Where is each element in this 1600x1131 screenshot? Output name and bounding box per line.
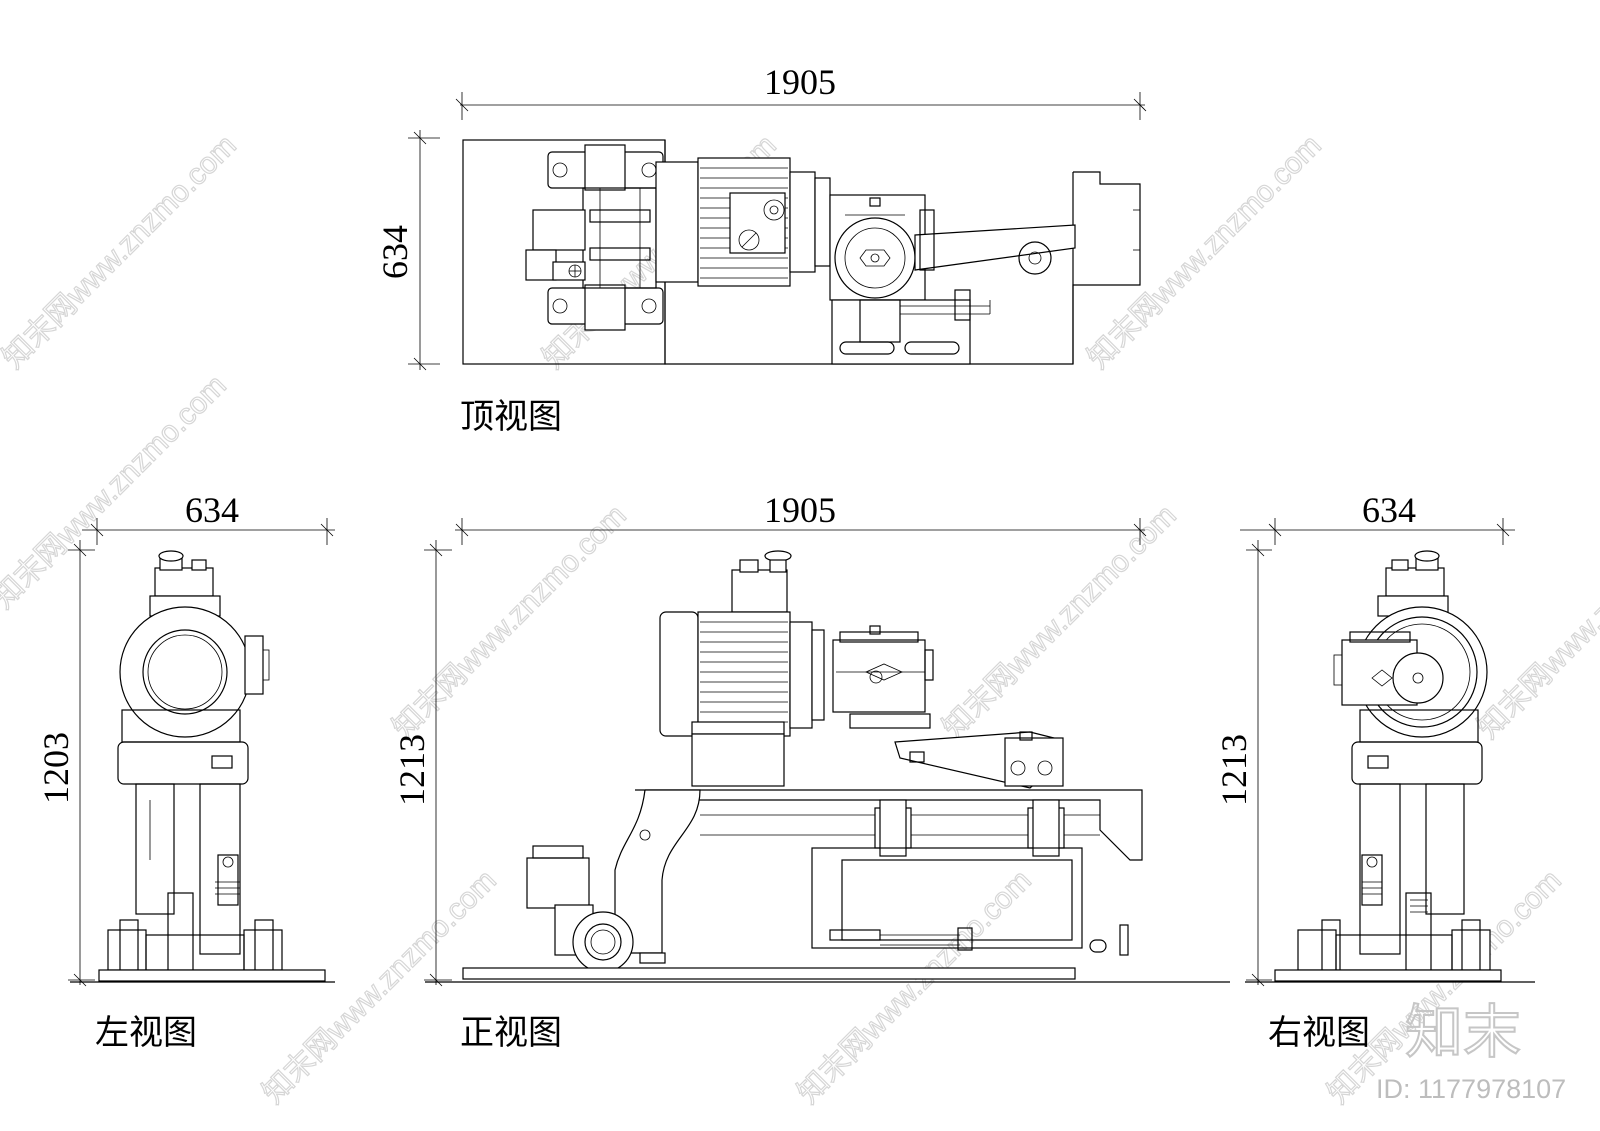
left-view-label: 左视图 bbox=[95, 1013, 197, 1053]
watermark-text: 知末网www.znzmo.com bbox=[0, 129, 243, 375]
right-height-dim-text: 1213 bbox=[1214, 734, 1254, 806]
left-width-dim-text: 634 bbox=[185, 490, 239, 530]
right-view-label: 右视图 bbox=[1268, 1013, 1370, 1053]
left-view: 634 1203 bbox=[36, 490, 335, 1053]
right-view-height-dimension: 1213 bbox=[1214, 540, 1272, 987]
motor-cooling-fins-front bbox=[700, 621, 788, 723]
top-width-dim-text: 1905 bbox=[764, 62, 836, 102]
front-view: 1905 1213 bbox=[392, 490, 1230, 1053]
right-width-dim-text: 634 bbox=[1362, 490, 1416, 530]
watermark-text: 知末网www.znzmo.com bbox=[1082, 129, 1328, 375]
top-view-height-dimension: 634 bbox=[375, 130, 440, 371]
watermark-text: 知末网www.znzmo.com bbox=[792, 864, 1038, 1110]
watermark-layer: 知末网www.znzmo.com 知末网www.znzmo.com 知末网www… bbox=[0, 128, 1600, 1110]
top-view: 1905 634 bbox=[375, 62, 1147, 437]
top-view-width-dimension: 1905 bbox=[455, 62, 1147, 120]
top-height-dim-text: 634 bbox=[375, 225, 415, 279]
watermark-text: 知末网www.znzmo.com bbox=[1472, 499, 1600, 745]
left-height-dim-text: 1203 bbox=[36, 732, 76, 804]
watermark-text: 知末网www.znzmo.com bbox=[387, 499, 633, 745]
brand-watermark: 知末 ID: 1177978107 bbox=[1376, 997, 1566, 1104]
front-view-label: 正视图 bbox=[460, 1013, 562, 1053]
right-view-width-dimension: 634 bbox=[1240, 490, 1515, 545]
front-height-dim-text: 1213 bbox=[392, 734, 432, 806]
right-view: 634 1213 bbox=[1214, 490, 1535, 1053]
watermark-text: 知末网www.znzmo.com bbox=[257, 864, 503, 1110]
brand-logo-text: 知末 bbox=[1405, 998, 1521, 1066]
image-id-text: ID: 1177978107 bbox=[1376, 1074, 1566, 1104]
front-view-height-dimension: 1213 bbox=[392, 540, 452, 987]
left-view-width-dimension: 634 bbox=[82, 490, 335, 545]
front-width-dim-text: 1905 bbox=[764, 490, 836, 530]
front-view-width-dimension: 1905 bbox=[455, 490, 1147, 545]
left-view-height-dimension: 1203 bbox=[36, 540, 95, 987]
top-view-label: 顶视图 bbox=[460, 397, 562, 437]
